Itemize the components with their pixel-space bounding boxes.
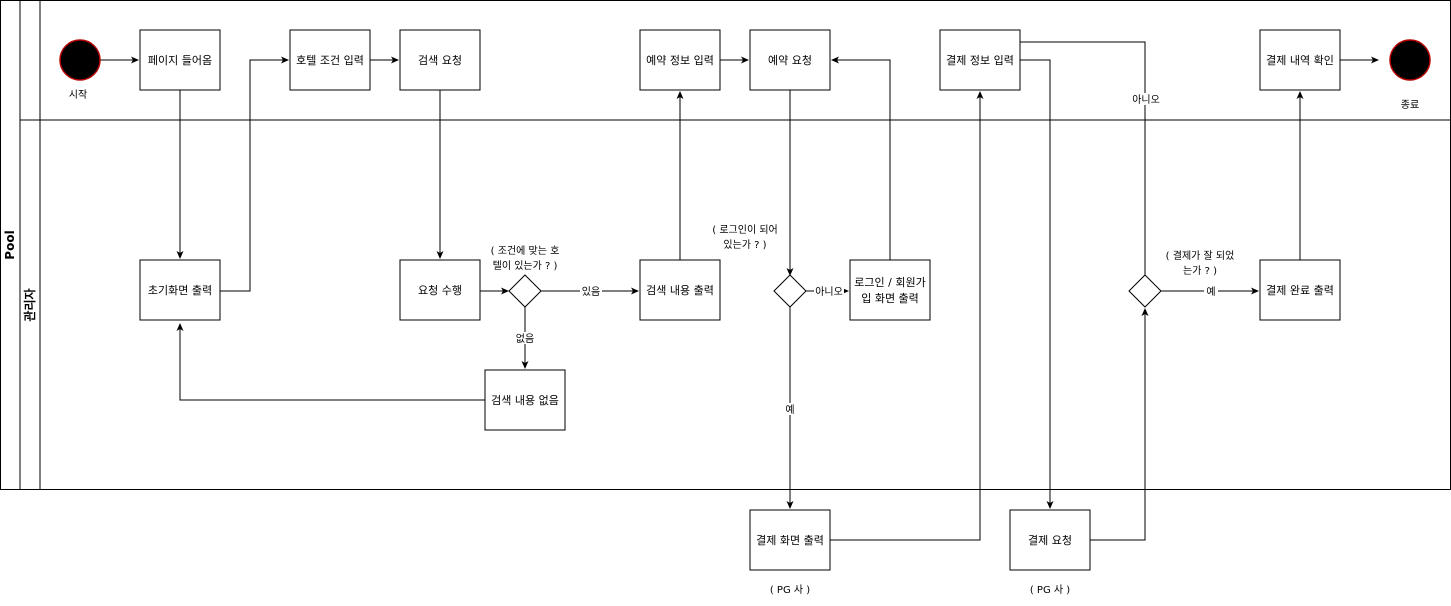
svg-text:검색 내용 출력: 검색 내용 출력 xyxy=(646,284,714,297)
svg-text:검색 요청: 검색 요청 xyxy=(418,54,462,67)
edge-label-exists: 있음 xyxy=(582,286,600,298)
decision-pay-success: ( 결제가 잘 되었 는가 ? ) xyxy=(1128,250,1235,308)
start-label: 시작 xyxy=(69,89,87,101)
pg-label-1: ( PG 사 ) xyxy=(770,584,810,596)
edge-label-yes-login: 예 xyxy=(785,404,794,416)
svg-text:텔이 있는가 ? ): 텔이 있는가 ? ) xyxy=(493,260,558,272)
pg-label-2: ( PG 사 ) xyxy=(1030,584,1070,596)
task-search-request: 검색 요청 xyxy=(399,29,481,91)
edge-label-no-pay: 아니오 xyxy=(1132,94,1160,106)
end-label: 종료 xyxy=(1401,99,1419,111)
svg-text:예약 요청: 예약 요청 xyxy=(768,53,812,67)
task-page-enter: 페이지 들어옴 xyxy=(139,29,221,91)
svg-text:는가 ? ): 는가 ? ) xyxy=(1183,265,1217,277)
svg-text:( 결제가 잘 되었: ( 결제가 잘 되었 xyxy=(1166,250,1235,262)
end-event: 종료 xyxy=(1389,39,1431,111)
svg-text:요청 수행: 요청 수행 xyxy=(418,284,462,297)
edge-decision-payinfo xyxy=(1001,38,1146,275)
task-search-result-output: 검색 내용 출력 xyxy=(639,259,721,321)
edge-label-no-login: 아니오 xyxy=(815,286,843,298)
decision-logged-in: ( 로그인이 되어 있는가 ? ) xyxy=(712,224,807,308)
task-pay-request: 결제 요청 ( PG 사 ) xyxy=(1009,509,1091,596)
svg-text:( 로그인이 되어: ( 로그인이 되어 xyxy=(712,224,777,236)
edge-payinfo-payrequest xyxy=(1020,59,1054,509)
edge-initial-hotel xyxy=(220,56,289,292)
edge-login-reserve xyxy=(831,56,891,260)
task-hotel-input: 호텔 조건 입력 xyxy=(289,29,371,91)
svg-text:결제 완료 출력: 결제 완료 출력 xyxy=(1266,284,1334,297)
task-request-execute: 요청 수행 xyxy=(399,259,481,321)
svg-text:있는가 ? ): 있는가 ? ) xyxy=(723,239,766,251)
svg-text:( 조건에 맞는 호: ( 조건에 맞는 호 xyxy=(491,245,560,257)
decision-hotel-exists: ( 조건에 맞는 호 텔이 있는가 ? ) xyxy=(491,245,560,308)
svg-text:결제 화면 출력: 결제 화면 출력 xyxy=(756,534,824,547)
svg-text:결제 내역 확인: 결제 내역 확인 xyxy=(1266,54,1334,67)
svg-text:초기화면 출력: 초기화면 출력 xyxy=(148,284,212,297)
svg-text:페이지 들어옴: 페이지 들어옴 xyxy=(148,54,212,67)
task-search-none: 검색 내용 없음 xyxy=(484,369,566,431)
task-reserve-request: 예약 요청 xyxy=(749,29,831,91)
svg-text:예약 정보 입력: 예약 정보 입력 xyxy=(646,53,714,67)
svg-text:결제 정보 입력: 결제 정보 입력 xyxy=(946,54,1014,67)
task-login-signup: 로그인 / 회원가 입 화면 출력 xyxy=(849,259,931,321)
edge-none-initial xyxy=(176,323,485,401)
svg-text:검색 내용 없음: 검색 내용 없음 xyxy=(491,394,559,407)
edges xyxy=(100,38,1379,541)
pool-title: Pool xyxy=(3,230,17,259)
task-pay-info-input: 결제 정보 입력 xyxy=(939,29,1021,91)
task-reserve-info-input: 예약 정보 입력 xyxy=(639,29,721,91)
task-pay-screen-output: 결제 화면 출력 ( PG 사 ) xyxy=(749,509,831,596)
task-pay-complete-output: 결제 완료 출력 xyxy=(1259,259,1341,321)
svg-text:호텔 조건 입력: 호텔 조건 입력 xyxy=(296,54,364,67)
edge-payrequest-decision xyxy=(1090,308,1149,541)
start-event: 시작 xyxy=(59,39,101,101)
edge-labels: 있음 없음 아니오 예 아니오 예 xyxy=(514,93,1218,416)
edge-label-yes-pay: 예 xyxy=(1206,286,1215,298)
task-pay-history-check: 결제 내역 확인 xyxy=(1259,29,1341,91)
svg-text:로그인 / 회원가: 로그인 / 회원가 xyxy=(854,276,925,289)
svg-text:입 화면 출력: 입 화면 출력 xyxy=(861,292,919,305)
edge-payscreen-payinfo xyxy=(830,91,984,541)
edge-label-none: 없음 xyxy=(516,332,534,345)
svg-text:결제 요청: 결제 요청 xyxy=(1028,534,1072,547)
task-initial-screen: 초기화면 출력 xyxy=(139,259,221,321)
lane-label: 관리자 xyxy=(22,288,37,321)
